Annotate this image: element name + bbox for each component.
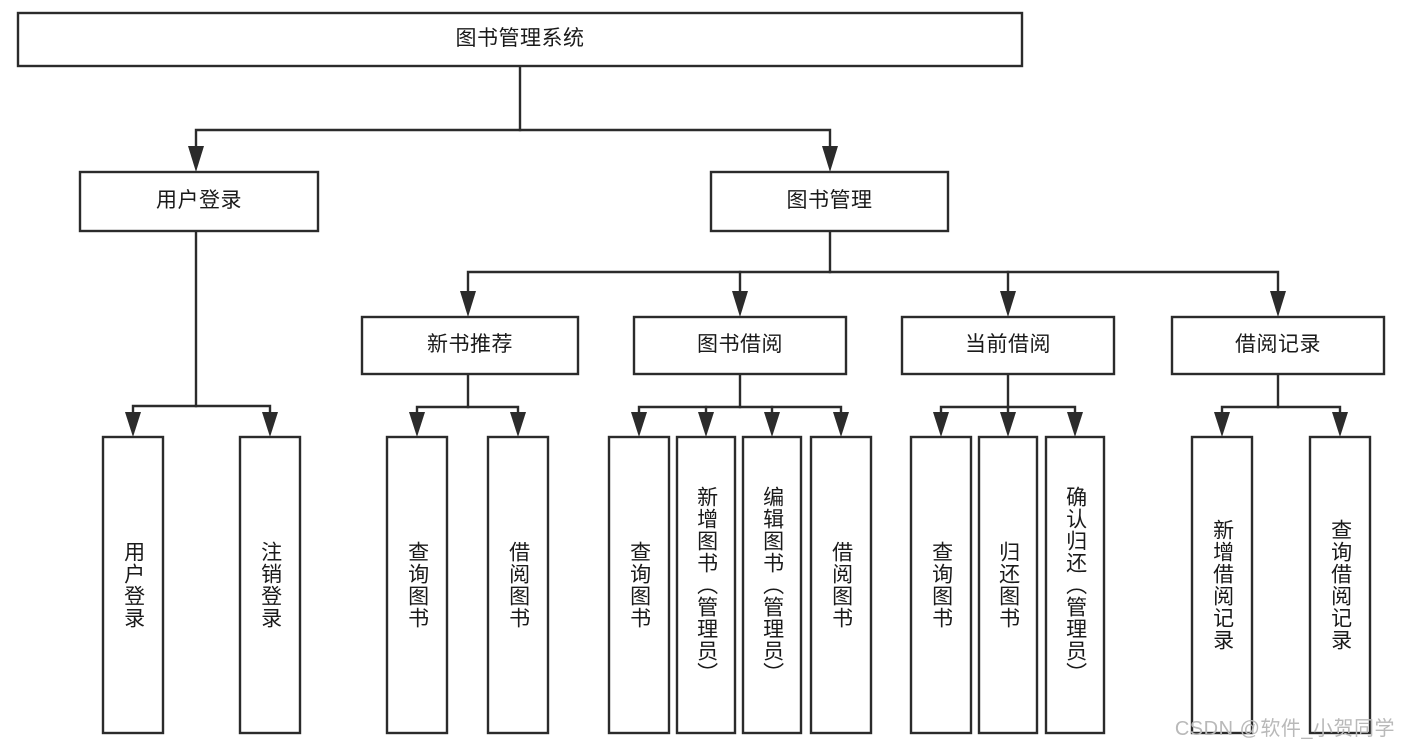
node-box-book-borrow[interactable] [632, 315, 848, 376]
node-box-leaf-edit-book[interactable] [741, 435, 803, 735]
node-box-leaf-borrow-book-2[interactable] [809, 435, 873, 735]
node-box-leaf-user-login[interactable] [101, 435, 165, 735]
node-box-leaf-return-book[interactable] [977, 435, 1039, 735]
node-box-leaf-borrow-book-1[interactable] [486, 435, 550, 735]
node-box-root[interactable] [16, 11, 1024, 68]
node-box-borrow-record[interactable] [1170, 315, 1386, 376]
node-box-leaf-query-book-3[interactable] [909, 435, 973, 735]
connector-currentborrow-to-leaves [933, 372, 1083, 437]
node-box-current-borrow[interactable] [900, 315, 1116, 376]
node-box-leaf-logout[interactable] [238, 435, 302, 735]
node-box-leaf-add-record[interactable] [1190, 435, 1254, 735]
connector-newbook-to-leaves [409, 372, 526, 437]
node-box-leaf-confirm-return[interactable] [1044, 435, 1106, 735]
connector-borrowrecord-to-leaves [1214, 372, 1348, 437]
connector-userlogin-to-leaves [125, 229, 278, 437]
node-box-leaf-query-record[interactable] [1308, 435, 1372, 735]
node-box-book-management[interactable] [709, 170, 950, 233]
connector-bookborrow-to-leaves [631, 372, 849, 437]
connector-root-to-level2 [188, 64, 838, 172]
node-box-user-login[interactable] [78, 170, 320, 233]
connector-bookmgmt-to-level3 [460, 229, 1286, 317]
node-box-leaf-add-book[interactable] [675, 435, 737, 735]
node-box-leaf-query-book-1[interactable] [385, 435, 449, 735]
node-box-new-book-recommend[interactable] [360, 315, 580, 376]
node-box-leaf-query-book-2[interactable] [607, 435, 671, 735]
